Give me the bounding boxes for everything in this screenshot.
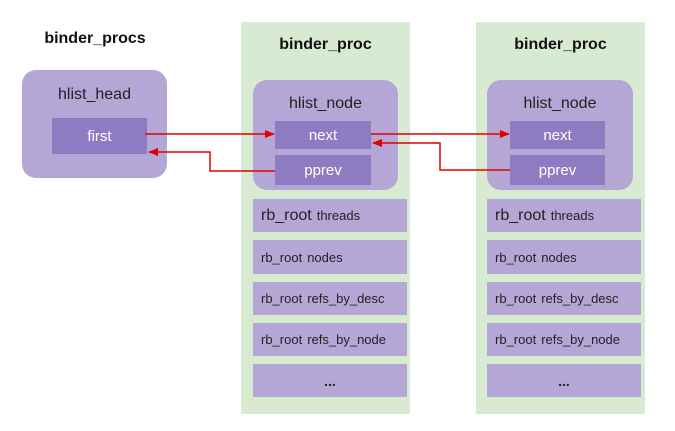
ellipsis-row-2: ... xyxy=(487,364,641,397)
rb-root-name: threads xyxy=(316,208,361,223)
rb-root-refs-by-node-row-1: rb_root refs_by_node xyxy=(253,323,407,356)
next-field-1: next xyxy=(275,121,371,149)
rb-root-name: threads xyxy=(550,208,595,223)
rb-root-type: rb_root xyxy=(495,332,537,347)
rb-root-type: rb_root xyxy=(495,249,537,265)
arrow-pprev-to-next xyxy=(372,139,510,171)
rb-root-nodes-row-2: rb_root nodes xyxy=(487,240,641,274)
hlist-head-box: hlist_head first xyxy=(22,70,167,178)
ellipsis-row-1: ... xyxy=(253,364,407,397)
rb-root-type: rb_root xyxy=(261,332,303,347)
rb-root-type: rb_root xyxy=(495,291,537,306)
rb-root-name: nodes xyxy=(541,249,577,265)
rb-root-name: refs_by_node xyxy=(307,332,386,347)
hlist-node-label-1: hlist_node xyxy=(289,95,362,112)
hlist-head-label: hlist_head xyxy=(58,86,131,103)
binder-proc-title-2: binder_proc xyxy=(514,36,607,53)
rb-root-name: nodes xyxy=(307,249,343,265)
rb-root-type: rb_root xyxy=(261,249,303,265)
rb-root-name: refs_by_desc xyxy=(541,291,619,306)
rb-root-type: rb_root xyxy=(261,206,312,224)
next-field-2: next xyxy=(510,121,605,149)
rb-root-type: rb_root xyxy=(261,291,303,306)
rb-root-threads-row-1: rb_root threads xyxy=(253,199,407,232)
rb-root-type: rb_root xyxy=(495,206,546,224)
first-field: first xyxy=(52,118,147,154)
rb-root-refs-by-desc-row-1: rb_root refs_by_desc xyxy=(253,282,407,315)
hlist-node-label-2: hlist_node xyxy=(523,95,597,112)
rb-root-refs-by-node-row-2: rb_root refs_by_node xyxy=(487,323,641,356)
rb-root-name: refs_by_desc xyxy=(307,291,385,306)
arrow-pprev-to-first xyxy=(148,148,275,172)
pprev-field-1: pprev xyxy=(275,155,371,185)
binder-procs-title: binder_procs xyxy=(44,30,146,47)
rb-root-threads-row-2: rb_root threads xyxy=(487,199,641,232)
pprev-field-2: pprev xyxy=(510,155,605,185)
rb-root-name: refs_by_node xyxy=(541,332,620,347)
binder-proc-title-1: binder_proc xyxy=(279,36,372,53)
rb-root-refs-by-desc-row-2: rb_root refs_by_desc xyxy=(487,282,641,315)
rb-root-nodes-row-1: rb_root nodes xyxy=(253,240,407,274)
